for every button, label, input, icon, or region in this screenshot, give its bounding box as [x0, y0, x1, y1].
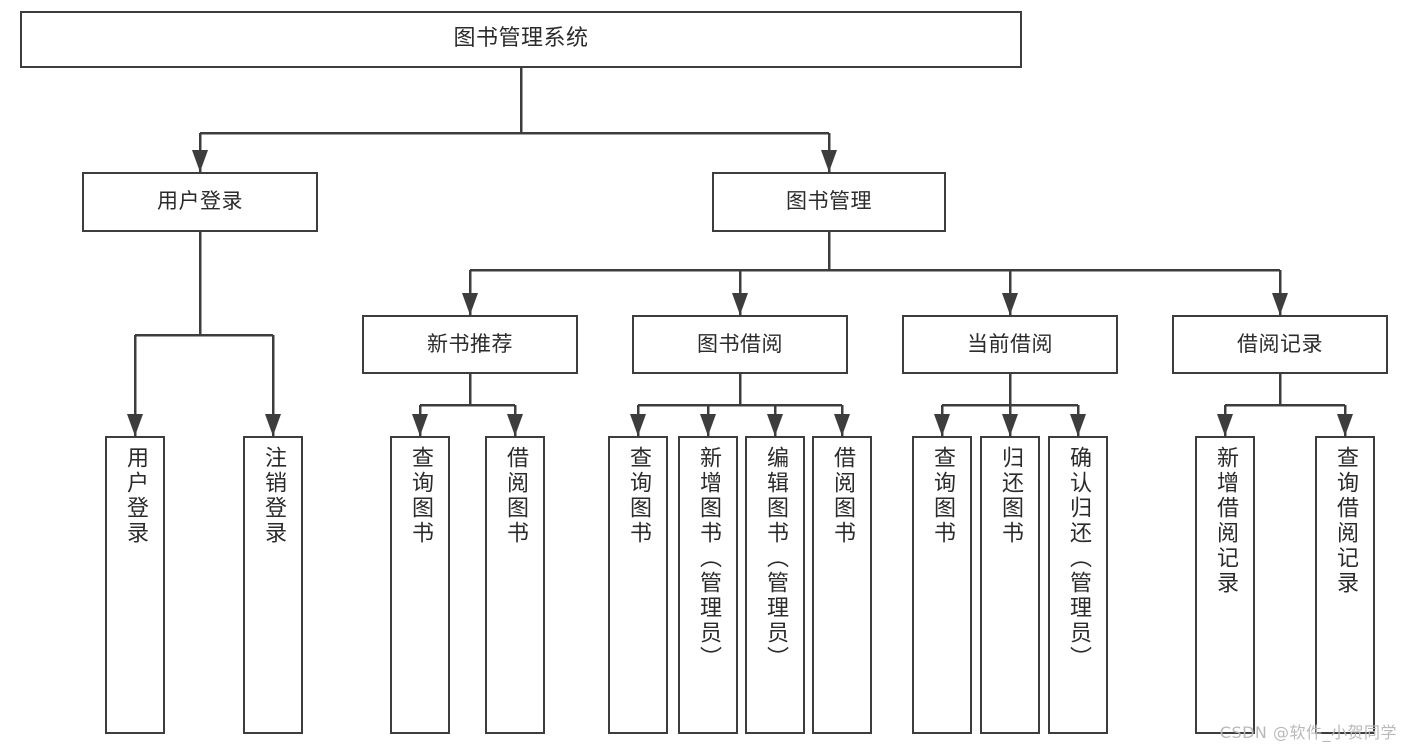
node-leaf-rec-1: 新增借阅记录: [1195, 436, 1255, 734]
node-label: 当前借阅: [967, 331, 1053, 356]
node-leaf-login-1: 用户登录: [105, 436, 165, 734]
arrowhead-icon: [265, 414, 281, 436]
arrowhead-icon: [1337, 414, 1353, 436]
node-leaf-new-2: 借阅图书: [485, 436, 545, 734]
arrowhead-icon: [127, 414, 143, 436]
node-label: 用户登录: [157, 189, 243, 214]
csdn-watermark: CSDN @软件_小贺同学: [1219, 723, 1397, 742]
node-leaf-borrow-1: 查询图书: [608, 436, 668, 734]
node-leaf-rec-2: 查询借阅记录: [1315, 436, 1375, 734]
node-root: 图书管理系统: [20, 11, 1022, 68]
node-label: 确认归还（管理员）: [1066, 446, 1091, 671]
arrowhead-icon: [630, 414, 646, 436]
arrowhead-icon: [700, 414, 716, 436]
node-label: 新增借阅记录: [1213, 446, 1238, 596]
node-current: 当前借阅: [902, 315, 1118, 374]
node-label: 新书推荐: [427, 331, 513, 356]
arrowhead-icon: [507, 414, 523, 436]
node-label: 查询图书: [930, 446, 955, 546]
node-label: 借阅图书: [503, 446, 528, 546]
node-label: 新增图书（管理员）: [696, 446, 721, 671]
arrowhead-icon: [1217, 414, 1233, 436]
node-leaf-cur-1: 查询图书: [912, 436, 972, 734]
arrowhead-icon: [192, 150, 208, 172]
arrowhead-icon: [821, 150, 837, 172]
node-label: 查询图书: [626, 446, 651, 546]
node-label: 归还图书: [998, 446, 1023, 546]
node-label: 查询图书: [408, 446, 433, 546]
node-leaf-borrow-2: 新增图书（管理员）: [678, 436, 738, 734]
arrowhead-icon: [767, 414, 783, 436]
arrowhead-icon: [1002, 414, 1018, 436]
node-label: 图书管理系统: [453, 26, 589, 52]
node-leaf-borrow-3: 编辑图书（管理员）: [745, 436, 805, 734]
arrowhead-icon: [462, 293, 478, 315]
node-leaf-cur-2: 归还图书: [980, 436, 1040, 734]
node-leaf-borrow-4: 借阅图书: [812, 436, 872, 734]
node-bookmgr: 图书管理: [712, 172, 946, 232]
node-label: 借阅图书: [830, 446, 855, 546]
node-newbook: 新书推荐: [362, 315, 578, 374]
arrowhead-icon: [934, 414, 950, 436]
node-borrow: 图书借阅: [632, 315, 848, 374]
node-label: 图书管理: [786, 189, 872, 214]
arrowhead-icon: [1002, 293, 1018, 315]
node-label: 借阅记录: [1237, 331, 1323, 356]
arrowhead-icon: [732, 293, 748, 315]
arrowhead-icon: [1070, 414, 1086, 436]
node-login: 用户登录: [82, 172, 318, 232]
node-leaf-cur-3: 确认归还（管理员）: [1048, 436, 1108, 734]
node-leaf-login-2: 注销登录: [243, 436, 303, 734]
arrowhead-icon: [834, 414, 850, 436]
node-label: 查询借阅记录: [1333, 446, 1358, 596]
arrowhead-icon: [1272, 293, 1288, 315]
node-label: 图书借阅: [697, 331, 783, 356]
node-records: 借阅记录: [1172, 315, 1388, 374]
node-label: 用户登录: [123, 446, 148, 546]
node-label: 编辑图书（管理员）: [763, 446, 788, 671]
arrowhead-icon: [412, 414, 428, 436]
node-label: 注销登录: [261, 446, 286, 546]
node-leaf-new-1: 查询图书: [390, 436, 450, 734]
